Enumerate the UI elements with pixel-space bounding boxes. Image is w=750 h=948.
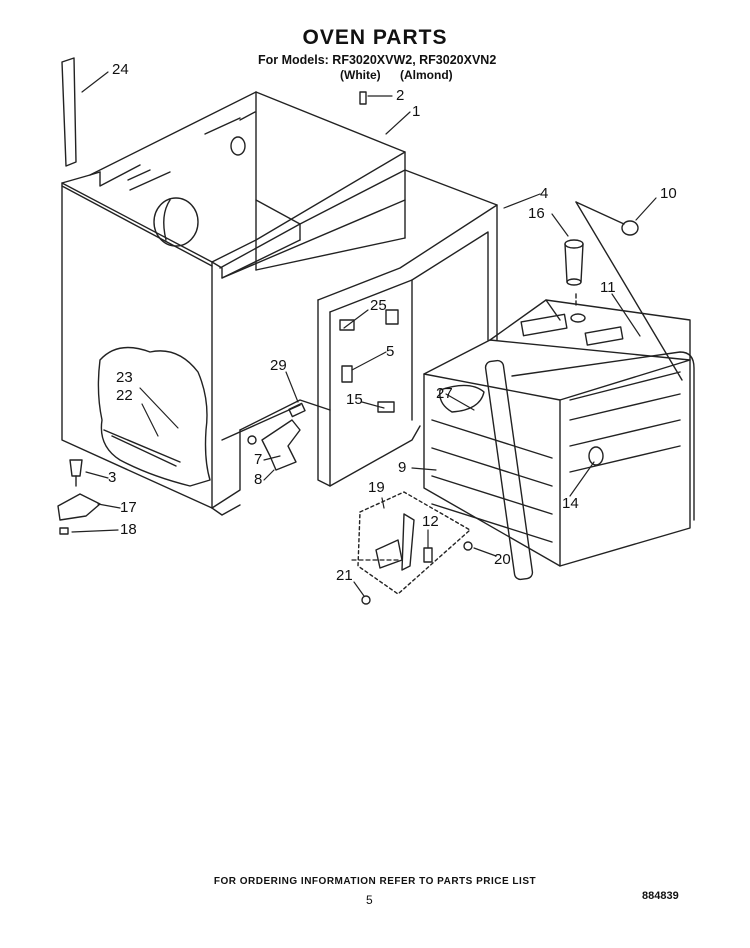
document-number: 884839 <box>642 890 679 902</box>
top-screw <box>359 91 367 105</box>
callout-19: 19 <box>368 479 385 496</box>
callout-22: 22 <box>116 387 133 404</box>
ordering-note: FOR ORDERING INFORMATION REFER TO PARTS … <box>213 876 537 887</box>
callout-21: 21 <box>336 567 353 584</box>
leader-line <box>575 201 625 225</box>
latch-assembly <box>357 491 473 605</box>
callout-12: 12 <box>422 513 439 530</box>
callout-3: 3 <box>108 469 116 486</box>
callout-14: 14 <box>562 495 579 512</box>
callout-16: 16 <box>528 205 545 222</box>
oven-cavity <box>423 299 695 581</box>
callout-4: 4 <box>540 185 548 202</box>
range-cabinet <box>61 91 498 516</box>
page-number: 5 <box>366 893 373 907</box>
callout-29: 29 <box>270 357 287 374</box>
callout-18: 18 <box>120 521 137 538</box>
back-guard-strip <box>61 57 77 167</box>
leader-line <box>575 201 683 381</box>
callout-20: 20 <box>494 551 511 568</box>
page-title: OVEN PARTS <box>302 26 448 49</box>
callout-leaders <box>71 71 657 597</box>
callout-5: 5 <box>386 343 394 360</box>
callout-7: 7 <box>254 451 262 468</box>
callout-15: 15 <box>346 391 363 408</box>
callout-8: 8 <box>254 471 262 488</box>
callout-9: 9 <box>398 459 406 476</box>
callout-labels: 2 1 24 4 16 10 11 25 5 29 23 22 15 27 9 … <box>108 61 677 584</box>
callout-24: 24 <box>112 61 129 78</box>
callout-10: 10 <box>660 185 677 202</box>
vent-tube <box>564 239 586 323</box>
callout-25: 25 <box>370 297 387 314</box>
anti-tip-bracket <box>57 493 101 521</box>
leveling-leg <box>69 459 83 487</box>
callout-11: 11 <box>600 279 616 296</box>
variant-white-label: (White) <box>340 68 381 82</box>
callout-2: 2 <box>396 87 404 104</box>
callout-23: 23 <box>116 369 133 386</box>
vent-cap <box>621 220 639 236</box>
variant-almond-label: (Almond) <box>400 68 453 82</box>
callout-27: 27 <box>436 385 453 402</box>
callout-1: 1 <box>412 103 420 120</box>
callout-17: 17 <box>120 499 137 516</box>
screw <box>59 527 69 535</box>
models-line: For Models: RF3020XVW2, RF3020XVN2 <box>258 53 497 67</box>
